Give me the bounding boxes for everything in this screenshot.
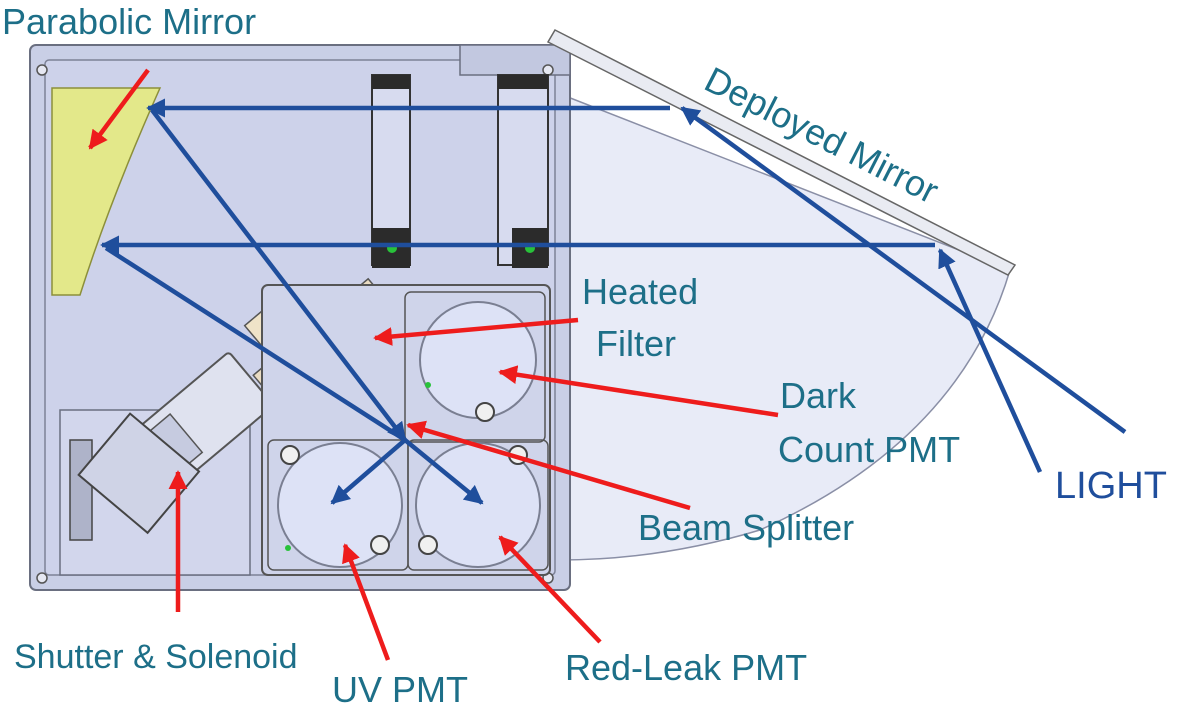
- dark-count-pmt-label-line1: Dark: [780, 375, 857, 416]
- heated-filter-label-line2: Filter: [596, 323, 676, 364]
- dark-count-pmt: [419, 301, 537, 419]
- label-pointer-arrows: [88, 68, 779, 661]
- heated-filter-label-line1: Heated: [582, 271, 698, 312]
- uv-pmt: [277, 442, 403, 568]
- uv-pmt-label: UV PMT: [332, 669, 468, 709]
- parabolic-mirror-label: Parabolic Mirror: [2, 1, 256, 42]
- red-leak-pmt-label: Red-Leak PMT: [565, 647, 807, 688]
- light-beam-paths: [100, 98, 1127, 505]
- dark-count-pmt-label-line2: Count PMT: [778, 429, 960, 470]
- deployed-mirror: [546, 29, 1017, 276]
- beam-splitter-label: Beam Splitter: [638, 507, 854, 548]
- instrument-housing: [29, 44, 571, 591]
- light-label: LIGHT: [1055, 465, 1167, 507]
- deployed-mirror-sweep: [554, 90, 1011, 561]
- shutter-solenoid-label: Shutter & Solenoid: [14, 638, 298, 676]
